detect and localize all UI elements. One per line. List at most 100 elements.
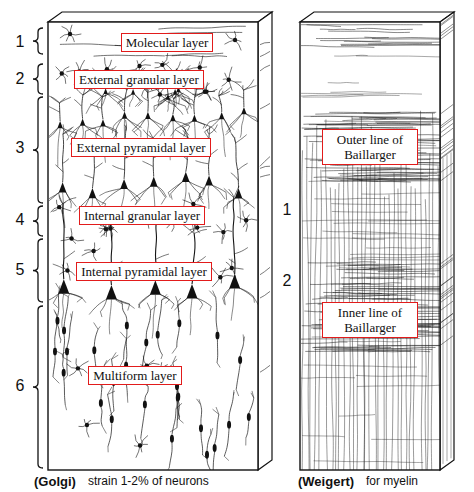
myelin-fiber <box>378 289 440 291</box>
myelin-fiber <box>329 178 440 179</box>
myelin-fiber <box>312 297 348 299</box>
neuron-process <box>86 106 90 114</box>
neuron-process <box>139 294 151 304</box>
neuron-process <box>61 239 72 241</box>
neuron-process <box>163 132 165 137</box>
neuron-process <box>220 268 225 277</box>
neuron-process <box>216 297 218 331</box>
layer-label-box: Molecular layer <box>121 33 214 52</box>
neuron-process <box>104 360 107 365</box>
neuron-process <box>70 126 81 136</box>
fusiform-cell <box>99 399 103 407</box>
myelin-fiber <box>322 231 397 233</box>
neuron-process <box>229 80 232 91</box>
neuron-process <box>196 161 209 164</box>
neuron-process <box>102 426 106 433</box>
neuron-process <box>59 270 67 274</box>
myelin-fiber <box>352 238 440 239</box>
neuron-drawing <box>49 25 258 470</box>
neuron-process <box>64 375 68 379</box>
layer-label-box: Inner line of Baillarger <box>322 302 418 338</box>
neuron-process <box>176 121 192 128</box>
myelin-fiber <box>308 262 376 263</box>
neuron-process <box>189 193 194 204</box>
myelin-fiber <box>372 38 440 40</box>
neuron-process <box>135 101 140 106</box>
layer-label-box: Internal pyramidal layer <box>76 262 212 281</box>
fusiform-cell <box>144 338 148 346</box>
neuron-process <box>216 225 223 233</box>
neuron-process <box>224 119 231 131</box>
neuron-process <box>181 98 194 105</box>
neuron-process <box>64 297 68 327</box>
neuron-process <box>212 267 221 277</box>
neuron-process <box>79 425 87 427</box>
fusiform-cell <box>125 321 129 329</box>
neuron-process <box>246 215 249 221</box>
neuron-process <box>113 386 114 411</box>
myelin-fiber <box>314 198 389 200</box>
neuron-process <box>69 368 78 376</box>
neuron-process <box>242 198 250 204</box>
fusiform-cell <box>213 444 217 452</box>
neuron-process <box>220 275 233 277</box>
neuron-process <box>68 293 82 298</box>
fusiform-cell <box>143 401 147 409</box>
layer-brace <box>33 28 43 468</box>
neuron-process <box>219 96 222 112</box>
neuron-process <box>70 34 81 35</box>
neuron-process <box>246 219 257 220</box>
neuron-process <box>197 298 212 306</box>
fusiform-cell <box>92 346 96 354</box>
neuron-process <box>160 294 174 304</box>
neuron-process <box>161 355 162 359</box>
neuron-process <box>177 402 178 428</box>
neuron-process <box>223 298 225 304</box>
fusiform-cell <box>215 331 219 339</box>
neuron-process <box>104 359 110 365</box>
neuron-process <box>213 291 216 298</box>
neuron-process <box>96 198 106 204</box>
neuron-process <box>246 114 258 123</box>
myelin-fiber <box>334 222 440 224</box>
block-side-face <box>258 12 272 470</box>
myelin-fiber <box>307 136 309 470</box>
myelin-fiber <box>441 24 453 33</box>
fusiform-cell <box>205 451 209 459</box>
neuron-process <box>147 303 150 311</box>
neuron-process <box>160 95 170 99</box>
neuron-process <box>66 192 71 204</box>
myelin-fiber <box>438 166 440 470</box>
stain-caption: (Golgi) <box>34 474 76 489</box>
neuron-process <box>131 197 136 201</box>
stain-caption: (Weigert) <box>298 474 354 489</box>
neuron-process <box>249 398 254 413</box>
pyramidal-cell <box>187 284 198 299</box>
neuron-process <box>197 399 201 404</box>
neuron-process <box>49 96 59 103</box>
myelin-fiber <box>345 273 435 274</box>
neuron-process <box>120 332 126 339</box>
pyramidal-cell <box>150 280 161 295</box>
neuron-process <box>171 304 174 309</box>
neuron-process <box>151 305 157 310</box>
myelin-fiber <box>356 56 440 57</box>
neuron-process <box>211 149 218 154</box>
neuron-process <box>106 189 121 199</box>
myelin-fiber <box>441 15 453 24</box>
pyramidal-cell <box>106 285 117 300</box>
neuron-process <box>140 435 148 445</box>
neuron-process <box>216 407 219 414</box>
layer-number: 2 <box>283 272 292 290</box>
layer-name: Multiform layer <box>93 368 176 383</box>
neuron-process <box>243 334 245 341</box>
neuron-process <box>135 95 143 102</box>
neuron-process <box>64 251 75 259</box>
neuron-process <box>209 125 217 134</box>
myelin-fiber <box>441 117 453 126</box>
neuron-process <box>115 130 116 136</box>
neuron-process <box>160 294 170 299</box>
layer-label-box: Outer line of Baillarger <box>322 129 418 165</box>
neuron-process <box>229 67 232 80</box>
layer-brace <box>33 97 43 203</box>
